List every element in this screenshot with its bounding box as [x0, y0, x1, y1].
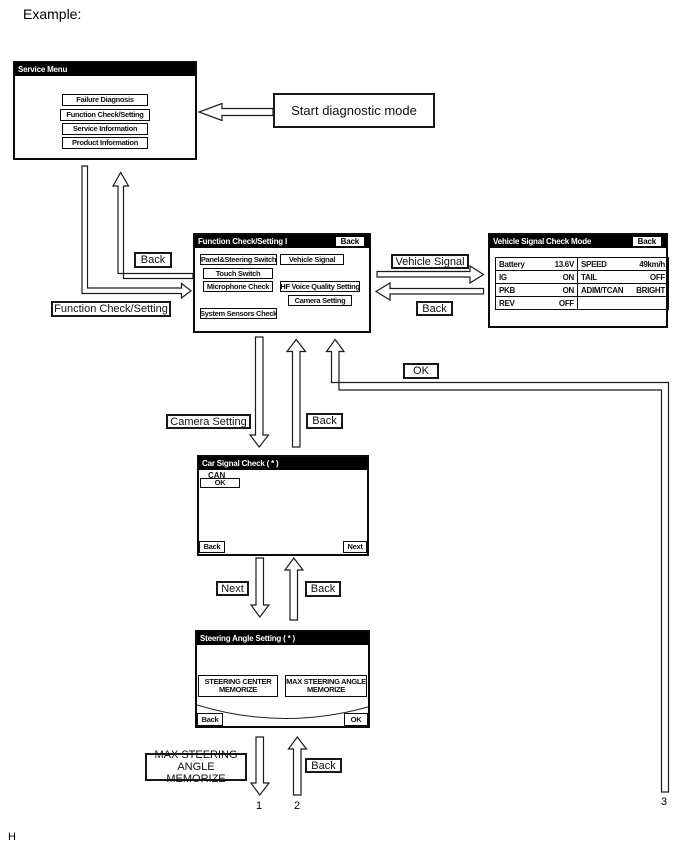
signal-value: OFF: [649, 272, 665, 282]
back-label: Back: [306, 413, 343, 429]
camera-setting-button[interactable]: Camera Setting: [288, 295, 352, 306]
hf-voice-quality-setting-button[interactable]: HF Voice Quality Setting: [280, 281, 360, 292]
signal-value: 13.6V: [554, 259, 575, 269]
back-label: Back: [416, 301, 453, 316]
back-button[interactable]: Back: [197, 713, 223, 726]
vehicle-signal-button[interactable]: Vehicle Signal: [280, 254, 344, 265]
product-information-button[interactable]: Product Information: [62, 137, 148, 149]
signal-name: ADIM/TCAN: [581, 285, 624, 295]
ref-number-1: 1: [256, 800, 263, 812]
arrow-open-function-check: [81, 165, 192, 300]
back-button[interactable]: Back: [199, 541, 225, 553]
screen-function-check-setting: Function Check/Setting I Back Panel&Stee…: [193, 233, 371, 333]
service-information-button[interactable]: Service Information: [62, 123, 148, 135]
signal-name: PKB: [499, 285, 515, 295]
signal-value: BRIGHT: [636, 285, 665, 295]
vehicle-signal-table: Battery 13.6V SPEED 49km/h IG ON TAIL OFF PK…: [495, 257, 669, 310]
steering-guide-curve: [197, 704, 368, 719]
vehicle-signal-title: Vehicle Signal Check Mode: [493, 237, 592, 246]
table-row: PKB ON ADIM/TCAN BRIGHT: [496, 284, 668, 297]
vehicle-signal-titlebar: Vehicle Signal Check Mode Back: [490, 235, 666, 248]
back-button[interactable]: Back: [631, 236, 662, 247]
ok-button[interactable]: OK: [200, 478, 240, 488]
touch-switch-button[interactable]: Touch Switch: [203, 268, 273, 279]
can-label: CAN: [208, 471, 226, 480]
arrow-start-diagnostic: [197, 102, 274, 122]
back-button[interactable]: Back: [334, 236, 365, 247]
arrow-back-from-car-signal: [285, 338, 307, 448]
microphone-check-button[interactable]: Microphone Check: [203, 281, 273, 292]
max-steering-angle-memorize-label: MAX STEERING ANGLE MEMORIZE: [145, 749, 247, 785]
signal-name: REV: [499, 298, 515, 308]
arrow-ok-exit: [325, 338, 670, 793]
signal-name: TAIL: [581, 272, 597, 282]
system-sensors-check-button[interactable]: System Sensors Check: [200, 308, 277, 319]
car-signal-title: Car Signal Check ( * ): [202, 459, 279, 468]
screen-vehicle-signal-check: Vehicle Signal Check Mode Back Battery 13…: [488, 233, 669, 328]
max-steering-angle-memorize-button[interactable]: MAX STEERING ANGLE MEMORIZE: [285, 675, 367, 697]
table-row: IG ON TAIL OFF: [496, 271, 668, 284]
steering-title: Steering Angle Setting ( * ): [200, 634, 295, 643]
function-check-titlebar: Function Check/Setting I Back: [195, 235, 369, 248]
panel-steering-switch-button[interactable]: Panel&Steering Switch: [200, 254, 277, 265]
table-row: Battery 13.6V SPEED 49km/h: [496, 258, 668, 271]
screen-service-menu: Service Menu Failure Diagnosis Function …: [13, 61, 197, 160]
steering-center-memorize-button[interactable]: STEERING CENTER MEMORIZE: [198, 675, 278, 697]
steering-titlebar: Steering Angle Setting ( * ): [197, 632, 368, 645]
back-label: Back: [134, 252, 172, 268]
table-row: REV OFF: [496, 297, 668, 309]
page-code: H: [8, 831, 16, 843]
signal-value: ON: [562, 272, 575, 282]
next-button[interactable]: Next: [343, 541, 367, 553]
ref-number-2: 2: [294, 800, 301, 812]
arrow-back-from-vehicle-signal: [374, 281, 485, 302]
service-menu-title: Service Menu: [18, 65, 68, 74]
arrow-back-to-car-signal: [283, 556, 305, 621]
vehicle-signal-label: Vehicle Signal: [391, 254, 469, 269]
arrow-next-to-steering: [249, 557, 271, 619]
start-diagnostic-label: Start diagnostic mode: [273, 93, 435, 128]
function-check-title: Function Check/Setting I: [198, 237, 287, 246]
signal-name: Battery: [499, 259, 525, 269]
ok-label: OK: [403, 363, 439, 379]
camera-setting-label: Camera Setting: [166, 414, 251, 429]
signal-value: OFF: [558, 298, 574, 308]
back-label: Back: [305, 758, 342, 773]
screen-car-signal-check: Car Signal Check ( * ) CAN OK Back Next: [197, 455, 369, 556]
ref-number-3: 3: [661, 796, 668, 808]
back-label: Back: [305, 581, 341, 597]
arrow-back-from-bottom: [287, 735, 308, 796]
function-check-setting-label: Function Check/Setting: [51, 301, 171, 317]
example-label: Example:: [23, 6, 82, 22]
next-label: Next: [216, 581, 249, 596]
service-menu-titlebar: Service Menu: [15, 63, 195, 76]
arrow-open-camera-setting: [248, 336, 270, 448]
signal-value: ON: [562, 285, 575, 295]
screen-steering-angle-setting: Steering Angle Setting ( * ) STEERING CE…: [195, 630, 370, 728]
car-signal-titlebar: Car Signal Check ( * ): [199, 457, 367, 470]
failure-diagnosis-button[interactable]: Failure Diagnosis: [62, 94, 148, 106]
arrow-max-steering-memorize: [249, 736, 271, 797]
signal-name: IG: [499, 272, 507, 282]
ok-button[interactable]: OK: [344, 713, 368, 726]
signal-value: 49km/h: [639, 259, 665, 269]
signal-name: SPEED: [581, 259, 607, 269]
function-check-setting-button[interactable]: Function Check/Setting: [60, 109, 150, 121]
